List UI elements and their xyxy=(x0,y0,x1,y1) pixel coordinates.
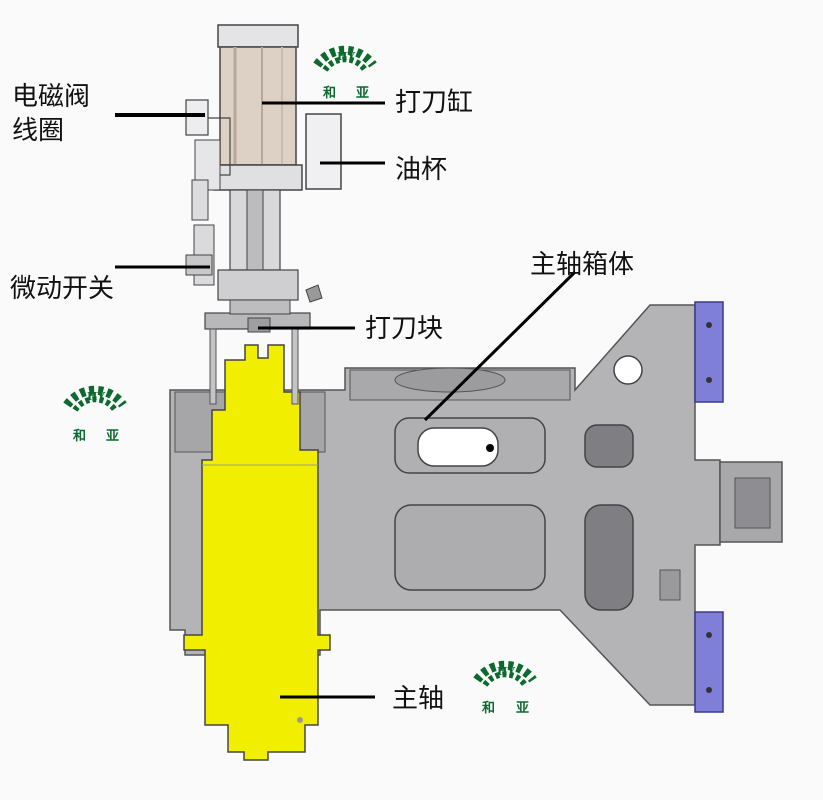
logo-bottom-hy: HY xyxy=(497,665,516,678)
spindle-shaft xyxy=(183,344,331,761)
logo-mark-top xyxy=(313,45,377,72)
knife-block xyxy=(204,312,311,405)
label-knife-block: 打刀块 xyxy=(365,314,444,344)
label-spindle: 主轴 xyxy=(392,684,445,714)
label-solenoid-coil-line1: 电磁阀 xyxy=(12,82,91,112)
label-solenoid-coil-line2: 线圈 xyxy=(12,116,65,146)
label-spindle-box: 主轴箱体 xyxy=(530,250,635,280)
logo-left-hy: HY xyxy=(87,390,106,403)
oil-cup-body xyxy=(305,113,342,190)
leader-spindle-box-dot xyxy=(486,444,494,452)
label-oil-cup: 油杯 xyxy=(395,155,448,185)
logo-left-char-left: 和 xyxy=(73,429,87,444)
logo-bottom-char-left: 和 xyxy=(482,701,496,716)
logo-left-char-right: 亚 xyxy=(106,429,120,444)
logo-mark-left xyxy=(63,385,127,412)
guide-rail-lower xyxy=(694,611,724,713)
cylinder-assembly xyxy=(213,24,323,315)
logo-bottom-char-right: 亚 xyxy=(516,701,530,716)
micro-switch xyxy=(185,224,215,286)
logo-top-hy: HY xyxy=(337,50,356,63)
label-cylinder: 打刀缸 xyxy=(395,88,474,118)
leader-spindle-box xyxy=(423,270,577,422)
guide-rail-upper xyxy=(694,301,724,403)
logo-top-char-right: 亚 xyxy=(356,86,370,101)
solenoid-valve xyxy=(185,99,231,221)
logo-mark-bottom xyxy=(473,660,537,687)
logo-top-char-left: 和 xyxy=(323,86,337,101)
label-solenoid-coil: 电磁阀 线圈 xyxy=(12,80,102,148)
label-micro-switch: 微动开关 xyxy=(10,274,115,304)
